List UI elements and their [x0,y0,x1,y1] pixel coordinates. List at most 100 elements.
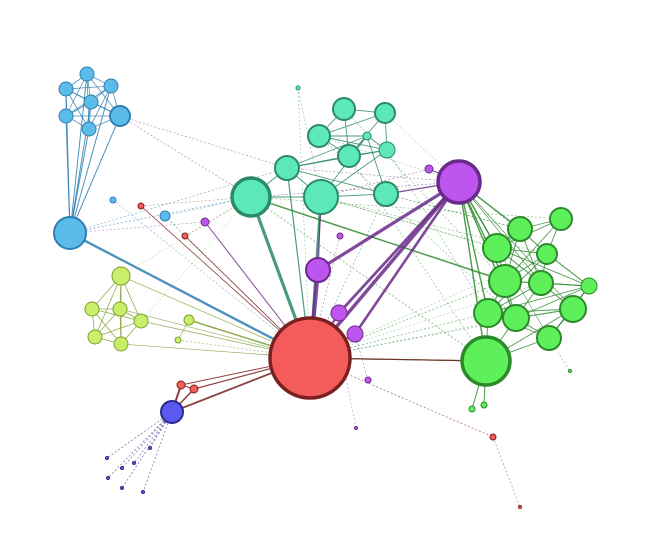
node-green-g14 [468,405,476,413]
node-green-g10 [559,295,587,323]
edge-p1-t8 [250,181,460,198]
edge-r7-r8 [492,436,521,508]
node-teal-t6 [362,131,372,141]
edge-b7-t8 [119,115,252,198]
node-green-g13 [480,401,488,409]
node-green-g15 [568,369,572,373]
edge-p1-g12 [458,181,487,362]
node-lime-l4 [133,313,149,329]
node-green-g8 [473,298,503,328]
node-teal-t11 [295,85,301,91]
edge-p1-p2 [317,180,460,272]
node-purple-p6 [424,164,434,174]
node-green-g11 [536,325,562,351]
edge-l1-l5 [94,275,122,338]
edge-r5-t8 [184,196,252,237]
edge-g5-r1 [309,280,506,359]
edge-l2-l6 [91,308,122,345]
node-red-r7 [489,433,497,441]
edge-t11-r1 [297,87,311,359]
node-purple-p10 [354,426,358,430]
edge-t6-t7 [286,135,368,169]
node-teal-t2 [374,102,396,124]
edge-i1-i6 [142,411,173,493]
node-lime-l5 [87,329,103,345]
edge-t8-g5 [250,196,506,282]
node-indigo-i6 [141,490,145,494]
node-teal-t7 [274,155,300,181]
edge-b8-p7 [69,221,206,234]
node-red-r2 [176,380,186,390]
node-teal-t9 [303,179,339,215]
node-purple-p8 [336,232,344,240]
node-red-r3 [189,384,199,394]
node-lime-l2 [84,301,100,317]
edge-g11-g15 [548,337,571,372]
node-teal-t5 [378,141,396,159]
node-purple-p3 [330,304,348,322]
edge-g10-p1 [458,181,574,310]
edge-r1-g10 [309,308,574,359]
node-green-g2 [507,216,533,242]
node-green-g4 [536,243,558,265]
node-blue-b1 [79,66,95,82]
edge-b2-b8 [69,85,112,234]
node-indigo-i3 [120,466,124,470]
edge-i1-i2 [106,411,173,459]
node-lime-l3 [112,301,128,317]
node-blue-b5 [58,108,74,124]
edge-i1-i5 [121,411,173,489]
node-teal-t3 [307,124,331,148]
edge-t3-p1 [318,135,460,183]
node-indigo-i2 [105,456,109,460]
node-teal-t1 [332,97,356,121]
edge-b5-b8 [65,115,71,234]
node-indigo-i1 [160,400,184,424]
node-purple-p4 [346,325,364,343]
edge-i1-i3 [121,411,173,469]
edge-b7-t7 [119,115,288,169]
edge-p1-p3 [337,181,461,314]
node-green-g3 [482,233,512,263]
node-green-g7 [580,277,598,295]
node-blue-b9 [109,196,117,204]
node-blue-b4 [83,94,99,110]
node-teal-t8 [230,176,272,218]
node-lime-l6 [113,336,129,352]
node-blue-b7 [109,105,131,127]
node-blue-b6 [81,121,97,137]
edge-l4-l5 [94,320,142,338]
edge-g9-r1 [309,317,517,359]
node-red-r5 [181,232,189,240]
node-purple-p2 [305,257,331,283]
node-teal-t4 [337,144,361,168]
node-blue-b8 [53,216,87,250]
edge-t11-t9 [297,87,322,198]
node-lime-l1 [111,266,131,286]
edge-b3-b6 [65,88,90,130]
node-blue-b10 [159,210,171,222]
node-red-r8 [518,505,522,509]
node-layer [53,66,598,509]
edge-b8-r1 [69,231,311,360]
edge-b2-b3 [65,85,112,90]
node-red-r4 [137,202,145,210]
edge-t1-g5 [343,108,506,282]
node-teal-t10 [373,181,399,207]
edge-g7-g8 [487,285,590,314]
edge-r1-g4 [309,253,548,359]
node-purple-p1 [436,159,482,205]
node-green-g9 [502,304,530,332]
edge-b7-b8 [69,115,121,234]
node-lime-l7 [183,314,195,326]
node-indigo-i8 [148,446,152,450]
node-indigo-i4 [132,461,136,465]
edge-i1-i4 [133,411,173,464]
edge-i1-i7 [107,411,173,479]
node-red-r1 [268,316,352,400]
node-indigo-i5 [120,486,124,490]
edge-g4-t9 [320,196,548,255]
node-green-g12 [460,335,512,387]
node-green-g5 [488,264,522,298]
